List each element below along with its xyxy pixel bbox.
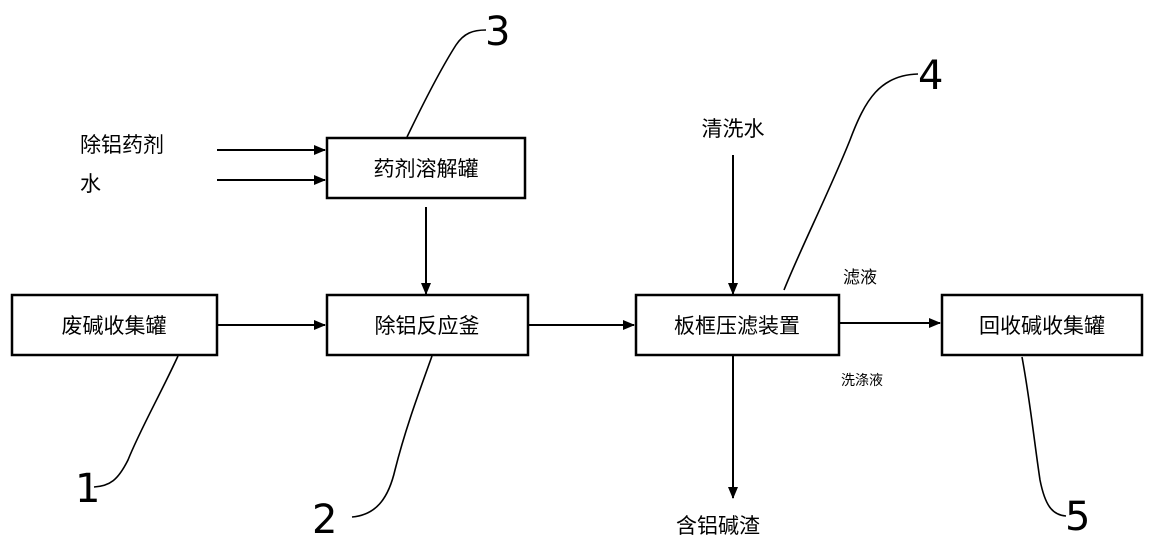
ref-number-4: 4 bbox=[918, 53, 943, 99]
label-reagent-dissolve-tank: 药剂溶解罐 bbox=[374, 157, 479, 181]
leader-line-1 bbox=[93, 355, 179, 488]
ref-number-5: 5 bbox=[1065, 494, 1090, 540]
box-aluminum-removal-reactor bbox=[325, 293, 530, 357]
box-plate-frame-filter-press bbox=[634, 293, 841, 357]
label-wash-liquid: 洗涤液 bbox=[841, 373, 883, 389]
box-recovered-alkali-tank bbox=[940, 293, 1144, 357]
label-filtrate: 滤液 bbox=[843, 268, 877, 288]
leader-line-5 bbox=[1021, 356, 1067, 517]
label-recovered-alkali-tank: 回收碱收集罐 bbox=[979, 314, 1105, 338]
label-wash-water-input: 清洗水 bbox=[702, 117, 765, 141]
leader-line-3 bbox=[406, 29, 487, 138]
label-water-input: 水 bbox=[80, 172, 101, 196]
box-reagent-dissolve-tank bbox=[325, 136, 527, 200]
label-aluminum-removal-reactor: 除铝反应釜 bbox=[375, 314, 480, 338]
ref-number-1: 1 bbox=[75, 466, 100, 512]
label-waste-alkali-tank: 废碱收集罐 bbox=[62, 314, 167, 338]
leader-line-4 bbox=[783, 73, 919, 291]
label-plate-frame-filter-press: 板框压滤装置 bbox=[674, 314, 800, 338]
label-reagent-input: 除铝药剂 bbox=[80, 133, 164, 157]
label-aluminum-alkali-residue: 含铝碱渣 bbox=[676, 514, 760, 538]
box-waste-alkali-tank bbox=[10, 293, 219, 357]
leader-line-2 bbox=[351, 355, 433, 518]
ref-number-3: 3 bbox=[485, 9, 510, 55]
ref-number-2: 2 bbox=[312, 497, 337, 543]
